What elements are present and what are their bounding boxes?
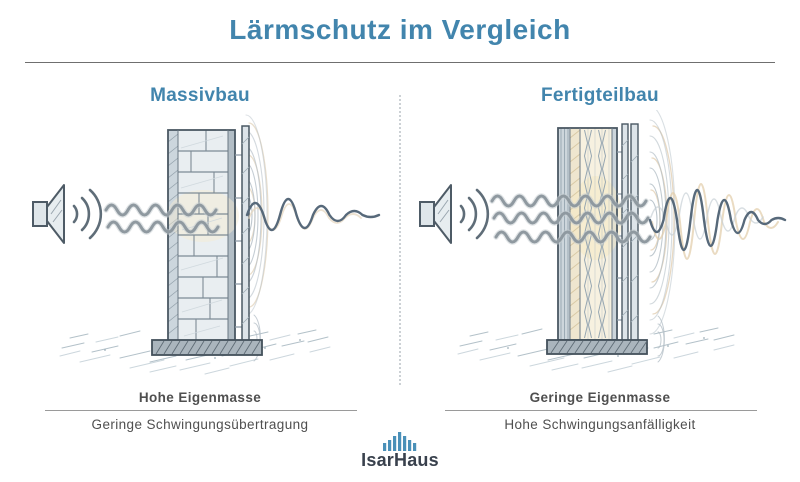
stat-divider-left	[45, 410, 357, 411]
transmitted-wave	[648, 183, 787, 260]
fertigteilbau-illustration	[419, 110, 787, 373]
sound-emission-arcs	[459, 188, 490, 240]
stat-fertigteilbau-top: Geringe Eigenmasse	[529, 390, 671, 405]
title-divider	[25, 62, 775, 63]
logo-wordmark: IsarHaus	[361, 450, 439, 470]
ground-hatching	[457, 327, 735, 373]
stat-divider-right	[445, 410, 757, 411]
loudspeaker-icon	[32, 184, 65, 244]
panel-heading-massivbau: Massivbau	[150, 85, 250, 106]
sound-emission-arcs	[72, 188, 103, 240]
stat-massivbau-top: Hohe Eigenmasse	[138, 390, 262, 405]
transmitted-wave	[245, 197, 381, 232]
ground-hatching	[59, 329, 331, 375]
incoming-sound-waves	[489, 193, 653, 245]
wall-base	[151, 339, 263, 356]
page-title: Lärmschutz im Vergleich	[229, 14, 571, 45]
massivbau-illustration	[32, 114, 381, 375]
stat-massivbau-bottom: Geringe Schwingungsübertragung	[91, 417, 309, 432]
loudspeaker-icon	[419, 184, 452, 244]
bar-house-logo-icon	[383, 432, 417, 451]
stat-fertigteilbau-bottom: Hohe Schwingungsanfälligkeit	[504, 417, 696, 432]
incoming-sound-waves	[103, 202, 221, 235]
masonry-wall	[167, 125, 250, 343]
radiated-sound-arcs	[649, 110, 676, 363]
panel-divider-dotted	[399, 95, 401, 385]
wall-base	[546, 339, 648, 355]
panel-heading-fertigteilbau: Fertigteilbau	[541, 85, 659, 106]
